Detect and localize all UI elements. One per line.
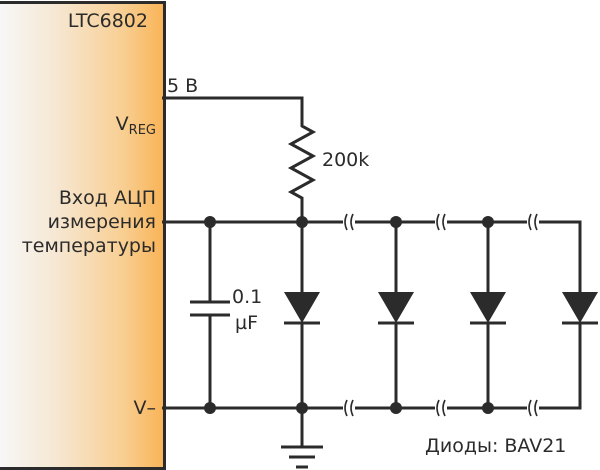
adc-label-line2: измерения bbox=[47, 211, 156, 233]
junction-dot-top-d1 bbox=[296, 216, 308, 228]
capacitor-value-label: 0.1 µF bbox=[232, 284, 262, 336]
junction-dot-top-d2 bbox=[390, 216, 402, 228]
diode-1-triangle bbox=[284, 292, 320, 323]
diode-4-triangle bbox=[562, 292, 598, 323]
adc-label-line1: Вход АЦП bbox=[58, 187, 156, 209]
supply-voltage-label: 5 В bbox=[167, 75, 199, 97]
resistor-200k bbox=[287, 120, 317, 222]
junction-dot-bottom-d3 bbox=[482, 402, 494, 414]
break-mark-bottom-3 bbox=[528, 399, 538, 417]
pin-label-vminus: V– bbox=[133, 397, 157, 419]
vreg-main: V bbox=[115, 113, 129, 135]
wire-top-bus-4 bbox=[539, 220, 582, 292]
ic-block-ltc6802 bbox=[0, 1, 166, 470]
break-mark-bottom-2 bbox=[436, 399, 446, 417]
vreg-subscript: REG bbox=[128, 123, 156, 138]
adc-label-line3: температуры bbox=[21, 235, 156, 257]
diode-3-triangle bbox=[470, 292, 506, 323]
resistor-value-label: 200k bbox=[322, 149, 370, 171]
diode-2-triangle bbox=[378, 292, 414, 323]
junction-dot-bottom-cap bbox=[204, 402, 216, 414]
junction-dot-bottom-d1 bbox=[296, 402, 308, 414]
cap-value-line1: 0.1 bbox=[232, 286, 263, 308]
pin-label-adc-input: Вход АЦП измерения температуры bbox=[22, 186, 156, 258]
ic-title: LTC6802 bbox=[67, 10, 148, 32]
junction-dot-top-cap bbox=[204, 216, 216, 228]
break-mark-top-1 bbox=[344, 213, 354, 231]
break-mark-top-3 bbox=[528, 213, 538, 231]
pin-label-vreg: VREG bbox=[116, 113, 156, 138]
cap-value-line2: µF bbox=[235, 312, 259, 334]
diodes-note: Диоды: BAV21 bbox=[425, 435, 567, 457]
break-mark-top-2 bbox=[436, 213, 446, 231]
wire-5v bbox=[162, 96, 304, 120]
break-mark-bottom-1 bbox=[344, 399, 354, 417]
junction-dot-top-d3 bbox=[482, 216, 494, 228]
junction-dot-bottom-d2 bbox=[390, 402, 402, 414]
wire-bottom-bus-4 bbox=[539, 323, 582, 410]
